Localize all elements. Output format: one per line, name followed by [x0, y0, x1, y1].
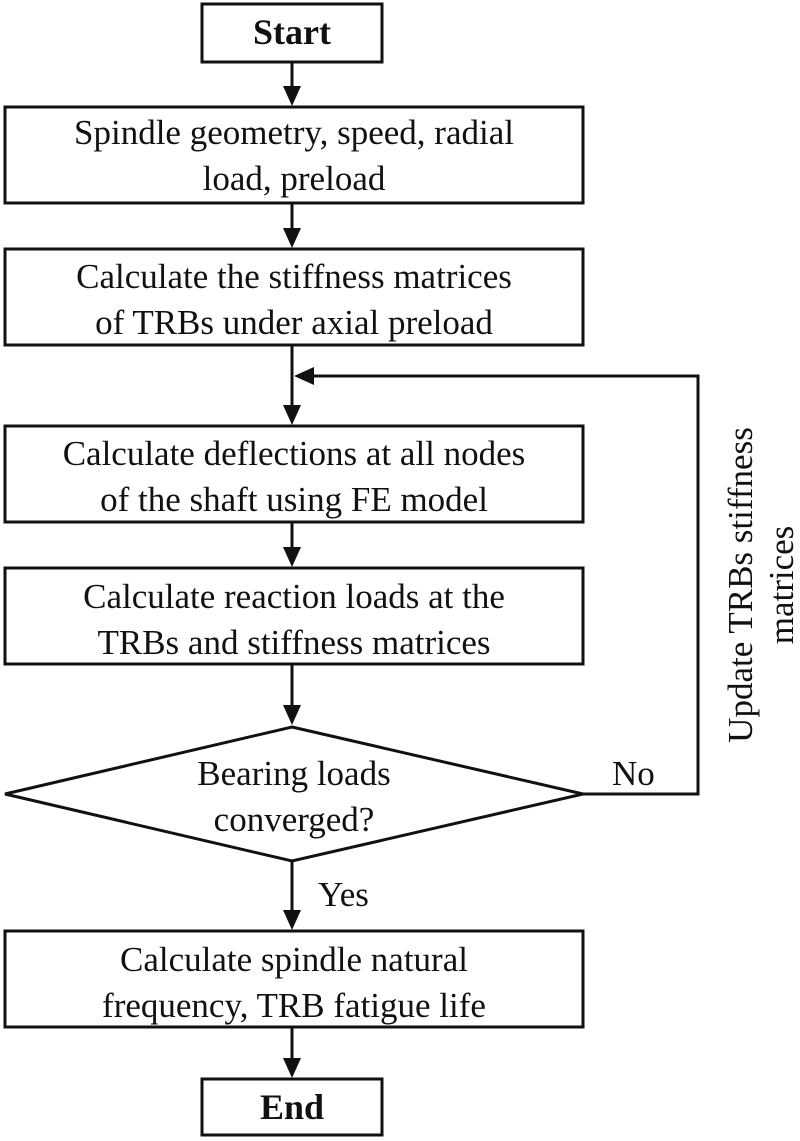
- feedback-loop-line: [312, 374, 700, 796]
- convergence-decision: [4, 725, 584, 863]
- input-step-box: [3, 105, 585, 205]
- reaction-step-box: [3, 566, 585, 666]
- deflection-step-box: [3, 424, 585, 524]
- arrowhead-step1: [283, 86, 301, 106]
- loop-label-line2: matrices: [762, 526, 800, 645]
- feedback-arrowhead: [294, 367, 314, 385]
- deflection-step-line2: of the shaft using FE model: [100, 480, 488, 519]
- results-step-line1: Calculate spindle natural: [120, 940, 468, 979]
- end-label: End: [260, 1087, 324, 1127]
- arrowhead-step3: [283, 405, 301, 425]
- end-terminal: [200, 1077, 384, 1137]
- start-label: Start: [253, 12, 331, 52]
- results-step-line2: frequency, TRB fatigue life: [102, 986, 486, 1025]
- arrowhead-decision: [283, 705, 301, 725]
- arrowhead-step5: [283, 910, 301, 930]
- no-label: No: [612, 754, 655, 793]
- input-step-line1: Spindle geometry, speed, radial: [74, 113, 514, 152]
- input-step-line2: load, preload: [203, 159, 386, 198]
- stiffness-step-line2: of TRBs under axial preload: [95, 303, 493, 342]
- arrowhead-step2: [283, 228, 301, 248]
- deflection-step-line1: Calculate deflections at all nodes: [63, 434, 526, 473]
- decision-line2: converged?: [214, 800, 375, 839]
- arrowhead-step4: [283, 547, 301, 567]
- reaction-step-line1: Calculate reaction loads at the: [83, 577, 505, 616]
- loop-label-line1: Update TRBs stiffness: [721, 427, 760, 743]
- arrowhead-end: [283, 1058, 301, 1078]
- stiffness-step-box: [3, 247, 585, 347]
- yes-label: Yes: [318, 875, 369, 914]
- stiffness-step-line1: Calculate the stiffness matrices: [76, 257, 512, 296]
- reaction-step-line2: TRBs and stiffness matrices: [97, 623, 490, 662]
- start-terminal: [200, 2, 384, 64]
- decision-line1: Bearing loads: [197, 754, 390, 793]
- results-step-box: [3, 929, 585, 1029]
